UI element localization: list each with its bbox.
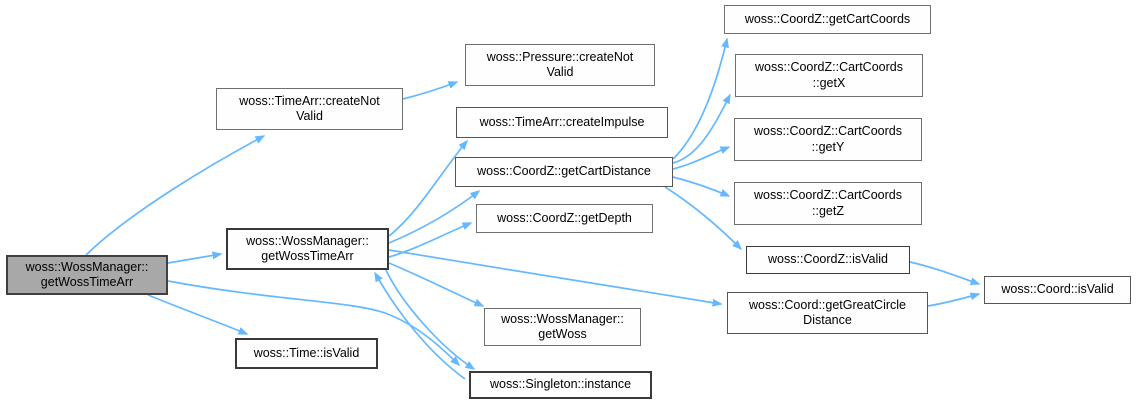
edge-coordz-getcartdistance-to-coordz-getcartcoords — [672, 37, 729, 160]
edge-coordz-getcartdistance-to-coordz-isvalid — [664, 186, 743, 251]
node-cartcoords-getx[interactable]: woss::CoordZ::CartCoords::getX — [735, 54, 923, 97]
node-coordz-getcartcoords[interactable]: woss::CoordZ::getCartCoords — [724, 5, 931, 34]
node-coord-isvalid[interactable]: woss::Coord::isValid — [984, 276, 1131, 304]
edge-wossmanager-getwosstimearr-root-to-timearr-createnotvalid — [85, 135, 266, 256]
node-label-line: woss::WossManager:: — [501, 311, 624, 326]
node-label-line: ::getX — [812, 75, 846, 90]
node-label-line: woss::CoordZ::CartCoords — [754, 188, 902, 203]
node-label-line: woss::TimeArr::createImpulse — [479, 114, 645, 129]
node-label-line: woss::CoordZ::getCartDistance — [477, 164, 651, 179]
node-label-line: getWossTimeArr — [40, 275, 134, 289]
edge-coordz-getcartdistance-to-cartcoords-getz — [672, 176, 731, 197]
node-cartcoords-getz[interactable]: woss::CoordZ::CartCoords::getZ — [734, 182, 922, 225]
node-label-line: Distance — [803, 313, 852, 327]
node-label-line: ::getY — [811, 139, 845, 154]
node-label-line: woss::Time::isValid — [253, 345, 360, 360]
node-label-line: woss::CoordZ::CartCoords — [755, 60, 903, 75]
edge-wossmanager-getwosstimearr-root-to-wossmanager-getwosstimearr-2 — [167, 251, 223, 264]
edge-timearr-createnotvalid-to-pressure-createnotvalid — [402, 81, 459, 100]
node-label-line: getWossTimeArr — [261, 249, 354, 263]
edge-wossmanager-getwosstimearr-2-to-timearr-createimpulse — [388, 139, 468, 237]
edge-wossmanager-getwosstimearr-2-to-coordz-getdepth — [388, 222, 473, 258]
node-wossmanager-getwosstimearr-2[interactable]: woss::WossManager::getWossTimeArr — [226, 228, 389, 270]
node-label-line: Valid — [546, 65, 574, 79]
node-label-line: woss::Coord::getGreatCircle — [748, 297, 906, 312]
edge-group — [85, 37, 981, 380]
node-label-line: woss::Coord::isValid — [1001, 282, 1114, 297]
node-coordz-getcartdistance[interactable]: woss::CoordZ::getCartDistance — [455, 157, 673, 187]
node-coordz-isvalid[interactable]: woss::CoordZ::isValid — [746, 246, 910, 274]
node-label-line: Valid — [296, 109, 323, 123]
node-wossmanager-getwosstimearr-root[interactable]: woss::WossManager::getWossTimeArr — [6, 255, 168, 295]
node-time-isvalid[interactable]: woss::Time::isValid — [235, 338, 378, 369]
node-label-line: woss::TimeArr::createNot — [239, 93, 380, 108]
node-label-line: woss::Singleton::instance — [489, 377, 632, 392]
edge-coordz-isvalid-to-coord-isvalid — [909, 261, 981, 285]
edge-singleton-instance-to-wossmanager-getwosstimearr-2 — [374, 271, 466, 380]
edge-wossmanager-getwosstimearr-2-to-wossmanager-getwoss — [388, 262, 485, 307]
edge-coordz-getcartdistance-to-cartcoords-getx — [672, 93, 731, 164]
edge-coord-getgreatcircledistance-to-coord-isvalid — [927, 292, 981, 307]
node-label-line: woss::WossManager:: — [25, 259, 149, 274]
node-coordz-getdepth[interactable]: woss::CoordZ::getDepth — [476, 204, 653, 233]
node-label-line: getWoss — [538, 327, 587, 341]
edge-wossmanager-getwosstimearr-2-to-coordz-getcartdistance — [388, 190, 481, 244]
node-timearr-createimpulse[interactable]: woss::TimeArr::createImpulse — [456, 107, 668, 138]
edge-wossmanager-getwosstimearr-2-to-coord-getgreatcircledistance — [388, 249, 723, 307]
node-wossmanager-getwoss[interactable]: woss::WossManager::getWoss — [484, 308, 641, 346]
node-label-line: woss::Pressure::createNot — [486, 49, 634, 64]
node-label-line: ::getZ — [812, 203, 844, 218]
node-label-line: woss::CoordZ::getCartCoords — [744, 11, 911, 26]
node-cartcoords-gety[interactable]: woss::CoordZ::CartCoords::getY — [734, 118, 922, 161]
node-label-line: woss::CoordZ::getDepth — [497, 210, 632, 225]
edge-coordz-getcartdistance-to-cartcoords-gety — [672, 146, 731, 170]
node-label-line: woss::WossManager:: — [246, 233, 369, 248]
node-label-line: woss::CoordZ::isValid — [768, 252, 888, 267]
node-label-line: woss::CoordZ::CartCoords — [754, 124, 902, 139]
edge-wossmanager-getwosstimearr-root-to-time-isvalid — [147, 294, 249, 335]
node-singleton-instance[interactable]: woss::Singleton::instance — [469, 371, 652, 399]
edge-wossmanager-getwosstimearr-root-to-singleton-instance — [167, 280, 461, 367]
edge-wossmanager-getwosstimearr-2-to-singleton-instance — [385, 269, 476, 370]
